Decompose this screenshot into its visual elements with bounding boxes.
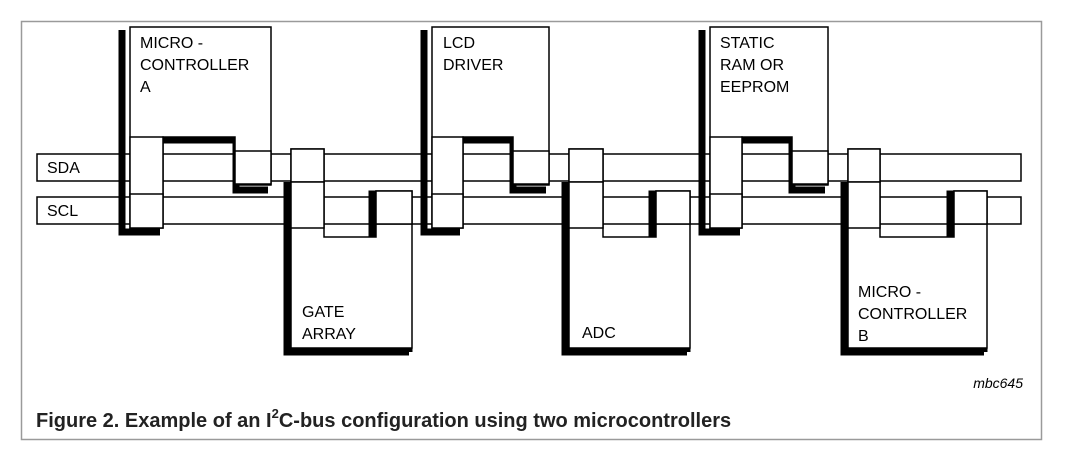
device-label-line: CONTROLLER: [140, 57, 249, 74]
sda-label: SDA: [47, 160, 80, 177]
device-label-line: STATIC: [720, 35, 775, 52]
figure-code: mbc645: [973, 375, 1023, 391]
svg-text:ARRAY: ARRAY: [302, 326, 356, 343]
sda-tap: [791, 150, 829, 185]
device-label-line: MICRO -: [140, 35, 203, 52]
svg-text:DRIVER: DRIVER: [443, 57, 503, 74]
sda-tap: [709, 136, 743, 197]
svg-text:SDA: SDA: [47, 160, 80, 177]
svg-text:ADC: ADC: [582, 325, 616, 342]
bus-connection-taps: [129, 136, 988, 229]
svg-text:MICRO -: MICRO -: [140, 35, 203, 52]
scl-bus-line: SCL: [36, 196, 1022, 225]
sda-tap: [431, 136, 464, 197]
svg-text:RAM OR: RAM OR: [720, 57, 784, 74]
caption-suffix: C-bus configuration using two microcontr…: [279, 410, 731, 432]
sda-tap: [512, 150, 550, 185]
device-label-line: CONTROLLER: [858, 306, 967, 323]
scl-tap: [375, 190, 413, 225]
figure-caption: Figure 2. Example of an I2C-bus configur…: [36, 406, 731, 432]
caption-prefix: Figure 2. Example of an I: [36, 410, 272, 432]
device-label-line: LCD: [443, 35, 475, 52]
svg-text:GATE: GATE: [302, 304, 344, 321]
device-label-line: B: [858, 328, 869, 345]
device-label-line: DRIVER: [443, 57, 503, 74]
device-label-line: EEPROM: [720, 79, 789, 96]
device-label-line: RAM OR: [720, 57, 784, 74]
scl-tap: [953, 190, 988, 225]
svg-text:EEPROM: EEPROM: [720, 79, 789, 96]
svg-text:SCL: SCL: [47, 203, 78, 220]
device-label-line: A: [140, 79, 151, 96]
scl-tap: [568, 181, 604, 229]
svg-text:LCD: LCD: [443, 35, 475, 52]
sda-tap: [847, 148, 881, 183]
scl-tap: [655, 190, 691, 225]
sda-tap: [129, 136, 164, 197]
sda-tap: [234, 150, 272, 185]
device-label-line: ADC: [582, 325, 616, 342]
scl-label: SCL: [47, 203, 78, 220]
scl-tap: [431, 193, 464, 229]
svg-text:MICRO -: MICRO -: [858, 284, 921, 301]
svg-text:CONTROLLER: CONTROLLER: [140, 57, 249, 74]
svg-text:B: B: [858, 328, 869, 345]
scl-tap: [847, 181, 881, 229]
svg-text:mbc645: mbc645: [973, 375, 1023, 391]
sda-tap: [290, 148, 325, 183]
caption-superscript: 2: [272, 406, 279, 421]
device-micro-controller-b: MICRO - CONTROLLER B: [840, 148, 988, 356]
scl-tap: [129, 193, 164, 229]
sda-tap: [568, 148, 604, 183]
device-label-line: GATE: [302, 304, 344, 321]
svg-text:A: A: [140, 79, 151, 96]
device-label-line: ARRAY: [302, 326, 356, 343]
svg-text:CONTROLLER: CONTROLLER: [858, 306, 967, 323]
scl-tap: [290, 181, 325, 229]
scl-tap: [709, 193, 743, 229]
svg-text:STATIC: STATIC: [720, 35, 775, 52]
device-label-line: MICRO -: [858, 284, 921, 301]
